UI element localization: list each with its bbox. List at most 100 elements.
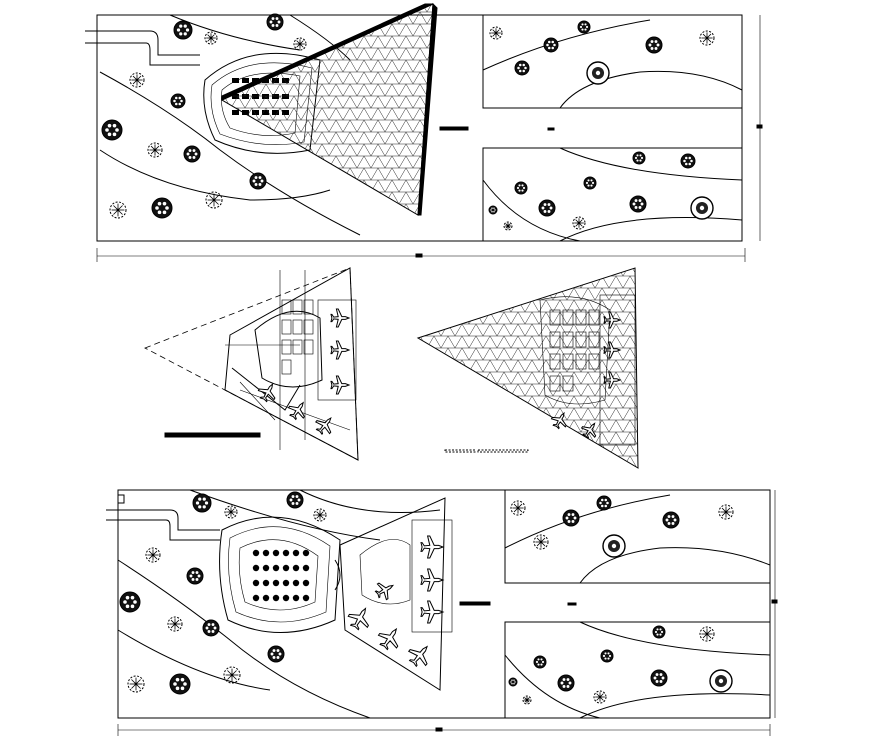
room xyxy=(281,299,292,315)
tree-symbol xyxy=(650,669,668,687)
tree-symbol xyxy=(596,495,612,511)
tree-symbol xyxy=(167,616,183,632)
aircraft-icon xyxy=(550,411,567,430)
tree-symbol xyxy=(313,508,327,522)
aircraft-icon xyxy=(257,382,276,403)
room xyxy=(292,339,303,355)
tree-symbol xyxy=(202,619,220,637)
tree-symbol xyxy=(662,511,680,529)
seat-block xyxy=(282,549,290,557)
trees-top xyxy=(101,13,715,231)
room xyxy=(575,331,587,348)
seat-block xyxy=(282,564,290,572)
site-boundary xyxy=(117,489,771,719)
tree-symbol xyxy=(293,37,307,51)
landscape-panel-lower xyxy=(504,621,771,719)
seat-block xyxy=(252,579,260,587)
tree-symbol xyxy=(109,201,127,219)
room xyxy=(588,331,600,348)
tree-symbol xyxy=(632,151,646,165)
seat-block xyxy=(302,594,310,602)
terminal-plan-left xyxy=(144,267,359,461)
seat-block xyxy=(282,594,290,602)
tree-symbol xyxy=(192,493,212,513)
site-plan-bottom xyxy=(106,489,778,736)
room xyxy=(303,339,314,355)
tree-symbol xyxy=(510,500,526,516)
scale-bar xyxy=(459,601,491,606)
tree-symbol xyxy=(145,547,161,563)
canopy-outline-dashed xyxy=(144,267,359,461)
tree-symbol xyxy=(600,649,614,663)
aircraft-icon xyxy=(580,422,597,440)
seat-block xyxy=(262,579,270,587)
tree-symbol xyxy=(173,20,193,40)
seat-block xyxy=(252,594,260,602)
tree-symbol xyxy=(629,195,647,213)
tree-symbol xyxy=(169,673,191,695)
room xyxy=(575,309,587,326)
tree-symbol xyxy=(562,509,580,527)
seat-block xyxy=(272,564,280,572)
tree-symbol xyxy=(718,504,734,520)
tree-symbol xyxy=(593,690,607,704)
access-road xyxy=(85,30,200,66)
seat-block xyxy=(242,78,249,83)
seat-block xyxy=(262,594,270,602)
tree-symbol xyxy=(680,153,696,169)
tree-symbol xyxy=(538,199,556,217)
aircraft-icon xyxy=(420,568,445,592)
tree-symbol xyxy=(151,197,173,219)
room xyxy=(588,353,600,370)
seat-block xyxy=(292,549,300,557)
room xyxy=(292,299,303,315)
tree-symbol xyxy=(127,675,145,693)
aircraft-icon xyxy=(420,600,445,624)
tree-symbol xyxy=(286,491,304,509)
trees-bottom xyxy=(119,491,734,705)
room xyxy=(303,299,314,315)
aircraft-icon xyxy=(407,645,428,668)
tree-symbol xyxy=(586,61,610,85)
tree-symbol xyxy=(577,20,591,34)
room xyxy=(292,319,303,335)
access-road xyxy=(106,509,220,541)
landscape-panel-lower xyxy=(482,147,743,242)
tree-symbol xyxy=(699,30,715,46)
aircraft-icon xyxy=(330,375,351,395)
seat-block xyxy=(262,549,270,557)
tree-symbol xyxy=(602,534,626,558)
tree-symbol xyxy=(503,221,513,231)
tree-symbol xyxy=(205,191,223,209)
room xyxy=(562,309,574,326)
aircraft-icon xyxy=(603,341,622,359)
tree-symbol xyxy=(572,216,586,230)
seat-block xyxy=(302,564,310,572)
tree-symbol xyxy=(709,669,733,693)
seat-block xyxy=(272,579,280,587)
tree-symbol xyxy=(557,674,575,692)
tree-symbol xyxy=(223,666,241,684)
aircraft-icon xyxy=(374,582,395,601)
room xyxy=(549,309,561,326)
aircraft-group xyxy=(257,308,351,436)
tree-symbol xyxy=(652,625,666,639)
tree-symbol xyxy=(489,26,503,40)
landscape-path xyxy=(99,71,361,236)
room xyxy=(588,309,600,326)
landscape-panel-upper xyxy=(504,490,771,584)
seat-block xyxy=(272,594,280,602)
tree-symbol xyxy=(514,60,530,76)
room xyxy=(549,353,561,370)
room xyxy=(549,331,561,348)
tree-symbol xyxy=(533,534,549,550)
tree-symbol xyxy=(488,205,498,215)
tree-symbol xyxy=(119,591,141,613)
tree-symbol xyxy=(508,677,518,687)
room xyxy=(281,359,292,375)
room xyxy=(562,375,574,392)
tree-symbol xyxy=(699,626,715,642)
gate-hall xyxy=(254,310,323,388)
tree-symbol xyxy=(522,695,532,705)
